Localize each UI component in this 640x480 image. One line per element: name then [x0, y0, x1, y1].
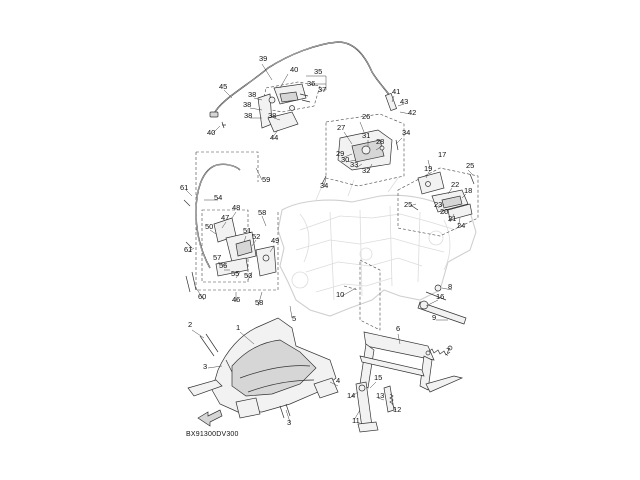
callout-labels: 1233456789101112131415161718192021222324…	[180, 54, 474, 427]
callout-15: 15	[374, 373, 382, 382]
callout-32: 32	[362, 166, 370, 175]
callout-5: 5	[292, 314, 296, 323]
callout-20: 20	[440, 207, 448, 216]
callout-1: 1	[236, 323, 240, 332]
callout-12: 12	[393, 405, 401, 414]
callout-47: 47	[221, 213, 229, 222]
callout-28: 28	[376, 137, 384, 146]
callout-57: 57	[213, 253, 221, 262]
callout-22: 22	[451, 180, 459, 189]
callout-61: 61	[180, 183, 188, 192]
callout-46: 46	[232, 295, 240, 304]
callout-44: 44	[270, 133, 278, 142]
callout-40: 40	[207, 128, 215, 137]
callout-42: 42	[408, 108, 416, 117]
callout-34: 34	[402, 128, 410, 137]
leader-lines	[185, 63, 473, 423]
callout-27: 27	[337, 123, 345, 132]
callout-21: 21	[448, 214, 456, 223]
callout-39: 39	[259, 54, 267, 63]
callout-50: 50	[205, 222, 213, 231]
callout-13: 13	[376, 391, 384, 400]
callout-35: 35	[314, 67, 322, 76]
callout-6: 6	[396, 324, 400, 333]
callout-41: 41	[392, 87, 400, 96]
callout-53: 53	[244, 271, 252, 280]
callout-26: 26	[362, 112, 370, 121]
callout-58: 58	[258, 208, 266, 217]
callout-38: 38	[243, 100, 251, 109]
main-stand	[359, 331, 464, 393]
callout-9: 9	[432, 313, 436, 322]
callout-49: 49	[271, 236, 279, 245]
callout-14: 14	[347, 391, 355, 400]
callout-37: 37	[318, 85, 326, 94]
callout-58: 58	[255, 298, 263, 307]
callout-2: 2	[188, 320, 192, 329]
throttle-cable	[209, 41, 398, 129]
callout-43: 43	[400, 97, 408, 106]
diagram-code: BX91300DV300	[186, 431, 239, 438]
callout-18: 18	[464, 186, 472, 195]
callout-16: 16	[436, 292, 444, 301]
callout-17: 17	[438, 150, 446, 159]
callout-25: 25	[404, 200, 412, 209]
callout-34: 34	[320, 181, 328, 190]
callout-25: 25	[466, 161, 474, 170]
right-footrest-assembly	[411, 171, 475, 221]
callout-48: 48	[232, 203, 240, 212]
callout-38: 38	[268, 111, 276, 120]
side-stand	[355, 381, 395, 433]
callout-7: 7	[446, 346, 450, 355]
callout-54: 54	[214, 193, 222, 202]
callout-38: 38	[244, 111, 252, 120]
callout-10: 10	[336, 290, 344, 299]
middle-bracket-assembly	[321, 129, 399, 185]
callout-55: 55	[231, 269, 239, 278]
callout-19: 19	[424, 164, 432, 173]
callout-38: 38	[248, 90, 256, 99]
callout-24: 24	[457, 221, 465, 230]
callout-51: 51	[243, 226, 251, 235]
under-cowl	[187, 317, 339, 419]
front-arrow-icon	[197, 409, 223, 427]
callout-45: 45	[219, 82, 227, 91]
callout-3: 3	[287, 418, 291, 427]
callout-8: 8	[448, 282, 452, 291]
side-stand-rod	[417, 284, 467, 325]
callout-52: 52	[252, 232, 260, 241]
callout-40: 40	[290, 65, 298, 74]
callout-23: 23	[434, 200, 442, 209]
callout-4: 4	[336, 376, 340, 385]
callout-29: 29	[336, 149, 344, 158]
callout-56: 56	[219, 261, 227, 270]
callout-59: 59	[262, 175, 270, 184]
left-lever-assembly	[183, 163, 277, 293]
stand-spring	[425, 345, 453, 356]
callout-36: 36	[307, 79, 315, 88]
callout-61: 61	[184, 245, 192, 254]
callout-33: 33	[350, 160, 358, 169]
frame-outline	[277, 177, 477, 317]
callout-11: 11	[352, 416, 360, 425]
callout-31: 31	[362, 131, 370, 140]
callout-30: 30	[341, 155, 349, 164]
callout-3: 3	[203, 362, 207, 371]
callout-60: 60	[198, 292, 206, 301]
